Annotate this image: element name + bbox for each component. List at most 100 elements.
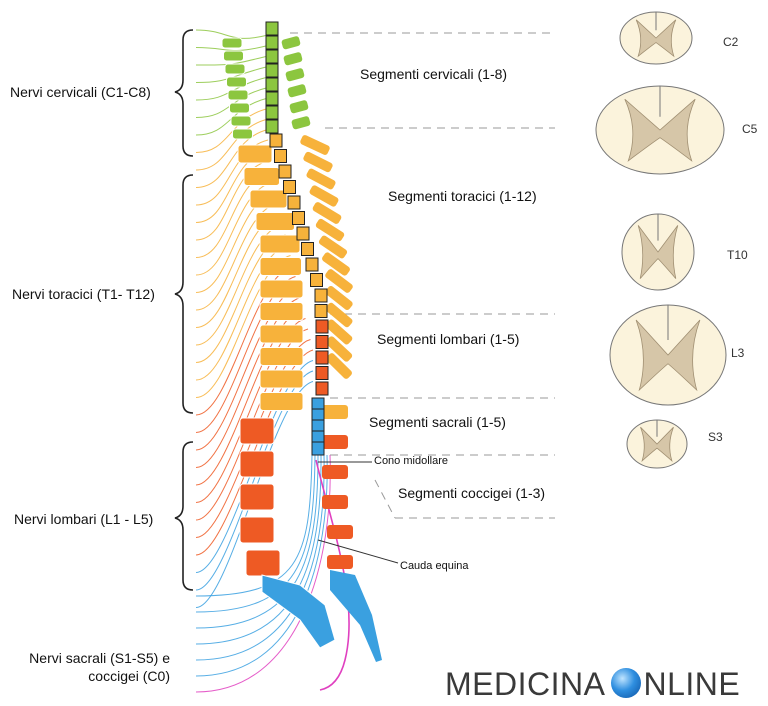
cord-segment — [292, 211, 305, 225]
nerve-fibre — [195, 118, 269, 171]
label-section-s3: S3 — [708, 430, 723, 444]
cord-segment — [265, 77, 279, 92]
vertebral-body — [239, 516, 275, 544]
label-segmenti-coccigei: Segmenti coccigei (1-3) — [398, 485, 546, 501]
cord-segment — [265, 21, 279, 36]
vertebral-body — [259, 324, 304, 344]
nervi-sacrali-line1: Nervi sacrali (S1-S5) e — [29, 650, 170, 666]
vertebral-body — [243, 167, 280, 186]
vertebral-body — [255, 212, 295, 231]
vertebral-body — [232, 128, 253, 140]
vertebral-body — [249, 189, 288, 209]
spinous-process — [322, 405, 348, 419]
spinous-process — [303, 151, 333, 173]
vertebral-body — [224, 63, 246, 75]
spinous-process — [325, 302, 353, 328]
nervi-cervicali-text: Nervi cervicali (C1-C8) — [10, 84, 151, 100]
nerve-fibre — [195, 29, 269, 39]
cord-segment — [315, 381, 329, 396]
vertebral-body — [259, 392, 304, 411]
cord-cross-sections — [595, 11, 727, 469]
cord-segment — [265, 119, 279, 134]
spinous-processes — [281, 36, 382, 662]
vertebral-body — [239, 450, 275, 478]
label-section-t10: T10 — [727, 248, 748, 262]
spinous-process — [322, 465, 348, 479]
annotation-pointers — [317, 461, 399, 564]
cord-segment — [283, 180, 296, 194]
cord-segment — [314, 304, 328, 318]
brace-thoracic — [174, 174, 194, 414]
cord-segment — [265, 91, 279, 106]
label-section-l3: L3 — [731, 346, 745, 360]
label-nervi-lombari: Nervi lombari (L1 - L5) — [14, 510, 153, 528]
cord-segment — [296, 226, 310, 241]
cauda-pointer — [317, 539, 399, 564]
spinous-process — [291, 116, 311, 130]
spinous-process — [309, 185, 339, 207]
label-section-c5: C5 — [742, 122, 758, 136]
vertebral-body — [229, 102, 250, 114]
nerve-fibre — [195, 97, 269, 136]
cord-segment — [265, 63, 279, 78]
label-cauda-equina: Cauda equina — [400, 560, 469, 572]
cord-segment — [314, 288, 328, 303]
spinous-process — [315, 218, 345, 242]
spinous-process — [300, 135, 330, 155]
guide-coccyx-slant — [374, 479, 396, 519]
cord-segment — [315, 319, 329, 334]
gray-matter — [637, 225, 679, 279]
spinous-process — [289, 100, 309, 114]
cord-segment — [269, 133, 283, 148]
spinal-cord — [265, 21, 329, 456]
spinous-process — [322, 252, 350, 276]
sacral-crest — [330, 570, 382, 662]
nerve-fibre — [195, 244, 289, 381]
vertebral-body — [259, 279, 304, 299]
spinous-process — [318, 235, 348, 259]
cord-segment — [265, 35, 279, 50]
segment-guide-lines — [290, 32, 555, 519]
gray-matter — [624, 98, 696, 162]
spinous-process — [325, 269, 353, 293]
spinous-process — [285, 68, 305, 82]
gray-matter — [640, 426, 674, 463]
cauda-fibre — [195, 454, 316, 613]
nervi-lombari-text: Nervi lombari (L1 - L5) — [14, 511, 154, 527]
brace-lumbar — [174, 441, 194, 591]
cord-segment — [287, 195, 301, 210]
label-cono-midollare: Cono midollare — [374, 455, 448, 467]
nerve-fibre — [195, 160, 269, 241]
spinous-process — [281, 36, 301, 50]
vertebral-body — [227, 89, 249, 101]
spinous-process — [325, 319, 353, 345]
nervi-toracici-text: Nervi toracici (T1- T12) — [12, 286, 155, 302]
spinous-process — [287, 84, 307, 98]
spinous-process — [322, 495, 348, 509]
spinous-process — [325, 336, 353, 362]
label-segmenti-lombari: Segmenti lombari (1-5) — [377, 331, 520, 347]
label-section-c2: C2 — [723, 35, 739, 49]
label-segmenti-sacrali: Segmenti sacrali (1-5) — [369, 414, 506, 430]
label-segmenti-cervicali: Segmenti cervicali (1-8) — [360, 66, 508, 82]
vertebral-body — [221, 37, 243, 49]
label-nervi-cervicali: Nervi cervicali (C1-C8) — [10, 83, 151, 101]
nerve-fibre — [195, 45, 269, 52]
cord-segment — [301, 242, 314, 256]
vertebral-body — [226, 76, 247, 88]
spinous-process — [322, 435, 348, 449]
spinous-process — [312, 202, 342, 224]
spinous-process — [283, 52, 303, 66]
globe-icon — [611, 668, 642, 698]
brand-text-medicina: MEDICINA — [445, 666, 606, 702]
cord-segment — [311, 441, 325, 456]
cauda-fibre — [195, 454, 319, 629]
gray-matter — [635, 19, 677, 58]
cord-segment — [265, 49, 279, 64]
vertebral-body — [223, 50, 244, 62]
spinous-process — [306, 168, 336, 190]
vertebral-body — [259, 347, 304, 366]
spinous-process — [326, 353, 352, 379]
spinous-process — [327, 525, 353, 539]
